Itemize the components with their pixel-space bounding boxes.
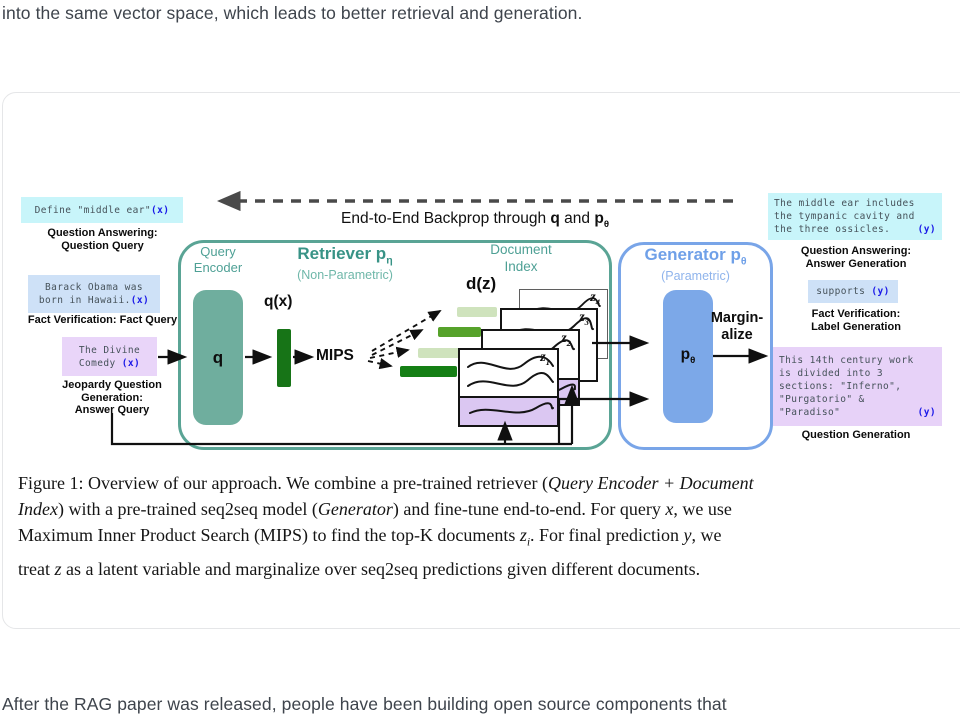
label-question-answering-query: Question Answering: Question Query <box>47 227 158 252</box>
caption-line: Maximum Inner Product Search (MIPS) to f… <box>18 525 722 549</box>
document-z1: z1 <box>458 348 559 427</box>
intro-paragraph: into the same vector space, which leads … <box>2 3 583 23</box>
doc-embedding-bar-3 <box>418 348 463 358</box>
document-z1-query-section <box>458 396 559 427</box>
dz-label: d(z) <box>466 274 497 293</box>
caption-line: Figure 1: Overview of our approach. We c… <box>18 473 754 493</box>
document-index-label: Document Index <box>490 242 552 274</box>
label-fact-verification-label: Fact Verification: Label Generation <box>811 308 901 333</box>
variable-x: (x) <box>150 204 170 216</box>
retriever-frame <box>178 240 612 450</box>
label-jeopardy-generation: Jeopardy Question Generation: Answer Que… <box>62 379 162 416</box>
retriever-title: Retriever pη <box>297 244 393 267</box>
label-question-answering-answer: Question Answering: Answer Generation <box>800 245 912 270</box>
variable-y: (y) <box>917 407 936 418</box>
label-fact-verification-query: Fact Verification: Fact Query <box>27 314 178 326</box>
caption-line: treat z as a latent variable and margina… <box>18 558 701 579</box>
qx-label: q(x) <box>264 293 293 310</box>
doc-embedding-bar-1 <box>457 307 497 317</box>
doc-embedding-bar-2 <box>438 327 481 337</box>
marginalize-label: Margin- alize <box>710 310 764 343</box>
generator-frame <box>618 242 773 450</box>
figure-caption: Figure 1: Overview of our approach. We c… <box>18 470 948 582</box>
variable-y: (y) <box>871 286 890 297</box>
mips-label: MIPS <box>316 347 354 364</box>
example-box-qa-answer: The middle ear includes the tympanic cav… <box>768 193 942 240</box>
query-encoder-block: q <box>193 290 243 425</box>
backprop-label: End-to-End Backprop through q and pθ <box>341 210 609 231</box>
example-box-qa-query: Define "middle ear"(x) <box>21 197 183 223</box>
query-embedding-bar <box>277 329 291 387</box>
query-encoder-label: Query Encoder <box>193 244 243 275</box>
example-box-jeopardy-query: The Divine Comedy (x) <box>62 337 157 376</box>
outro-paragraph: After the RAG paper was released, people… <box>2 694 727 714</box>
generator-subtitle: (Parametric) <box>661 269 730 283</box>
variable-y: (y) <box>917 224 936 235</box>
variable-x: (x) <box>130 295 150 306</box>
caption-line: Index) with a pre-trained seq2seq model … <box>18 499 732 519</box>
example-box-question-generation: This 14th century work is divided into 3… <box>773 347 942 426</box>
example-box-fact-label: supports (y) <box>808 280 898 303</box>
example-text: Define "middle ear" <box>34 204 151 216</box>
label-question-generation: Question Generation <box>801 429 911 441</box>
variable-x: (x) <box>121 357 141 369</box>
retriever-subtitle: (Non-Parametric) <box>297 268 393 282</box>
generator-block: pθ <box>663 290 713 423</box>
generator-title: Generator pθ <box>644 245 747 268</box>
example-box-fact-query: Barack Obama was born in Hawaii.(x) <box>28 275 160 313</box>
doc-embedding-bar-4 <box>400 366 457 377</box>
